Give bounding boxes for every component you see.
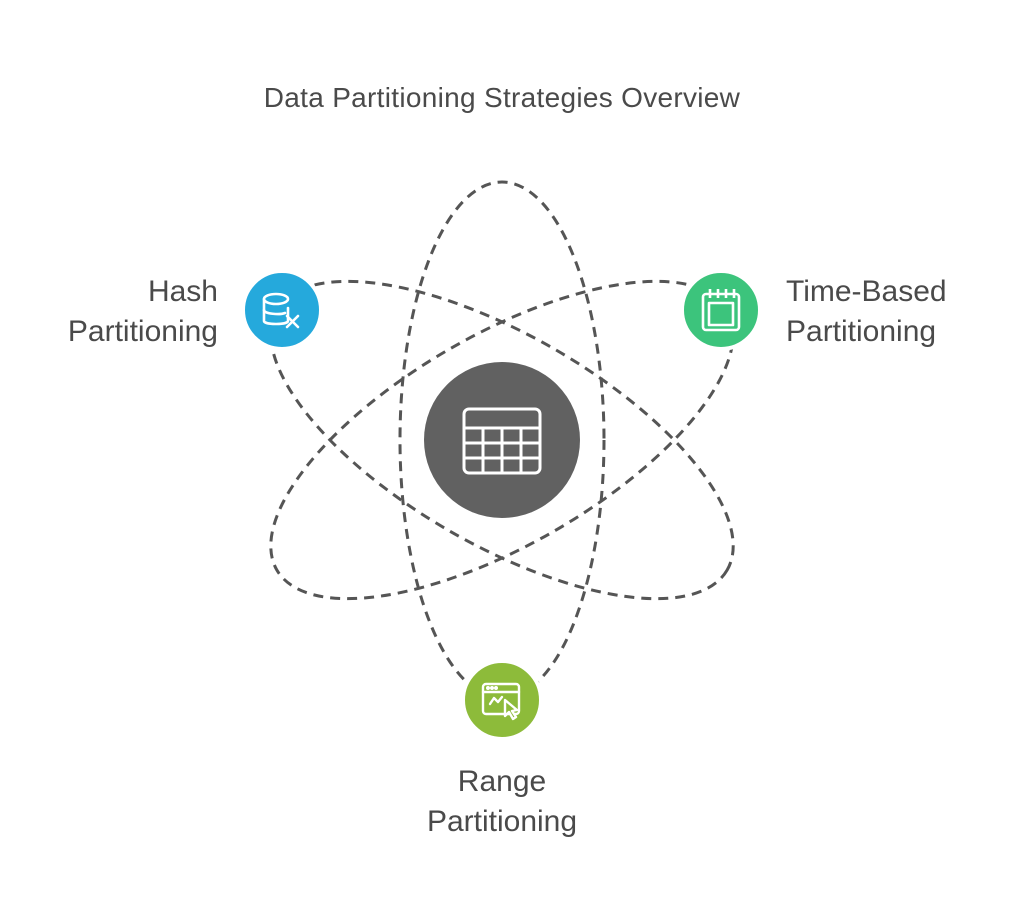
time-label-line1: Time-Based xyxy=(786,275,947,308)
hash-label: Hash Partitioning xyxy=(68,272,218,352)
range-label-line2: Partitioning xyxy=(426,805,578,838)
range-label: Range Partitioning xyxy=(352,762,652,842)
time-node xyxy=(680,269,762,351)
time-label-line2: Partitioning xyxy=(786,315,937,348)
hash-node xyxy=(241,269,323,351)
center-node xyxy=(424,362,580,518)
browser-cursor-icon xyxy=(481,682,521,721)
range-node xyxy=(461,659,543,741)
hash-label-line2: Partitioning xyxy=(67,315,218,348)
range-label-line1: Range xyxy=(457,765,547,798)
diagram-title: Data Partitioning Strategies Overview xyxy=(263,82,741,113)
table-grid-icon xyxy=(462,407,542,475)
hash-label-line1: Hash xyxy=(147,275,218,308)
database-x-icon xyxy=(262,292,300,329)
calendar-icon xyxy=(701,289,741,332)
time-label: Time-Based Partitioning xyxy=(786,272,947,352)
